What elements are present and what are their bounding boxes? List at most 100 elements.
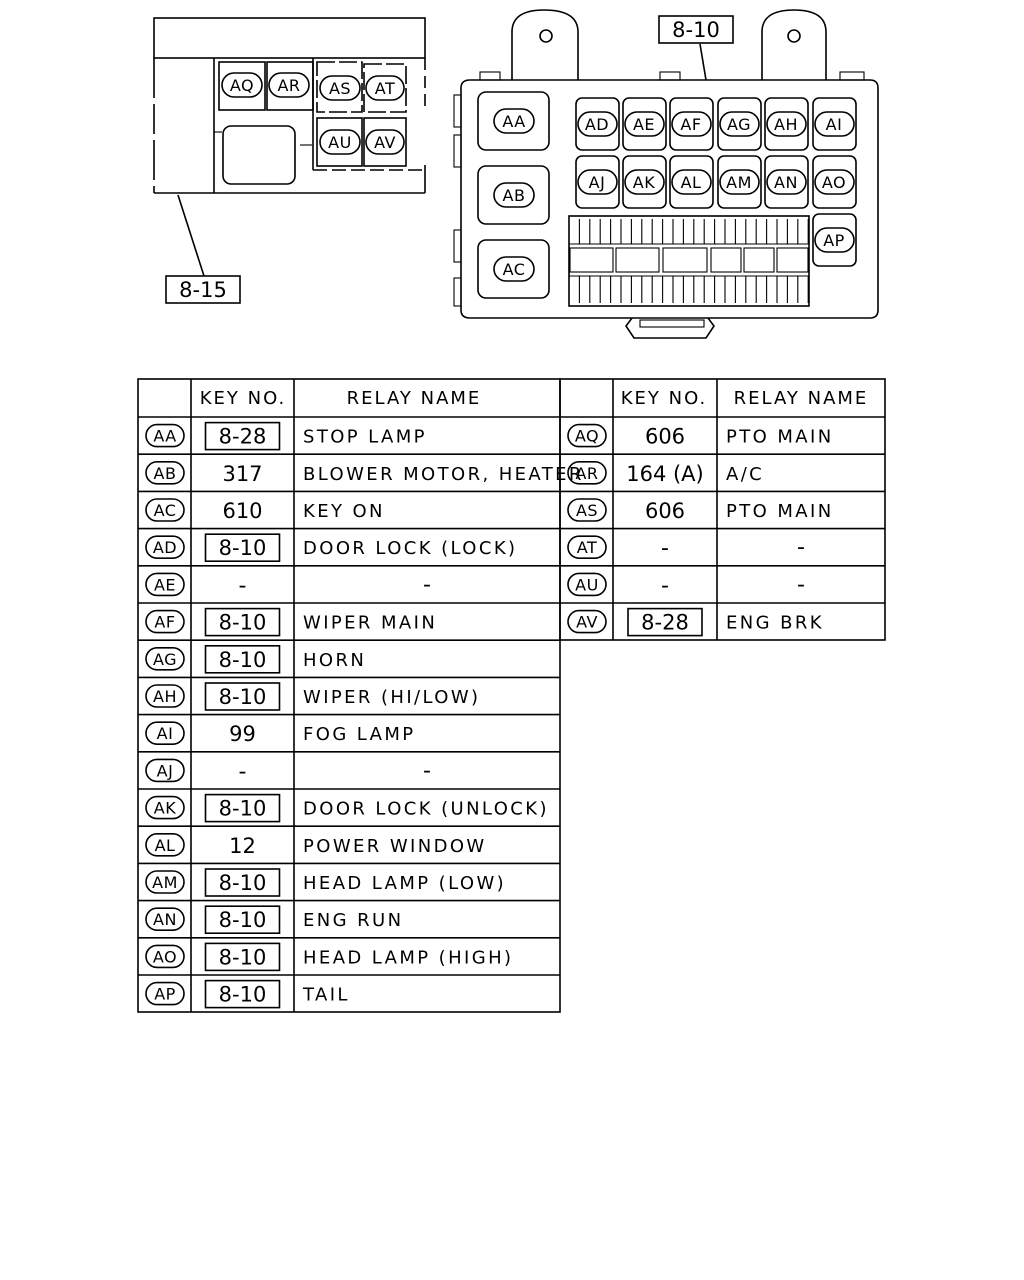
key-no-cell: 8-10: [219, 908, 267, 932]
relay-name-cell: HEAD LAMP (HIGH): [303, 947, 513, 968]
key-no-cell: 8-10: [219, 945, 267, 969]
relay-id-AD: AD: [145, 535, 185, 560]
relay-id-AL: AL: [145, 832, 185, 857]
relay-name-cell: KEY ON: [303, 501, 385, 522]
relay-id-text: AF: [154, 613, 175, 632]
left-header-relay-name: RELAY NAME: [347, 388, 482, 409]
right-header-relay-name: RELAY NAME: [734, 388, 869, 409]
relay-id-text: AI: [157, 724, 174, 743]
relay-id-AR: AR: [567, 460, 607, 485]
relay-label-AE: AE: [624, 111, 665, 137]
svg-text:8-15: 8-15: [179, 278, 227, 302]
relay-label-AD: AD: [577, 111, 618, 137]
callout-8-10: 8-10: [658, 15, 734, 44]
relay-label-AC: AC: [493, 256, 535, 282]
key-no-cell: 8-28: [219, 425, 267, 449]
relay-label-AI: AI: [814, 111, 855, 137]
relay-name-cell: POWER WINDOW: [303, 836, 487, 857]
relay-name-cell: ENG RUN: [303, 910, 403, 931]
relay-id-AT: AT: [567, 535, 607, 560]
svg-text:AS: AS: [329, 79, 351, 98]
left-relay-block: AQ AR AS AT AU AV 8-15: [153, 17, 426, 304]
relay-id-text: AQ: [575, 427, 599, 446]
key-ref-box: [204, 421, 281, 451]
svg-text:AK: AK: [633, 173, 655, 192]
table-row: AR 164 (A) A/C: [567, 460, 764, 486]
table-row: AJ--: [145, 758, 431, 784]
key-no-cell: -: [239, 759, 247, 784]
svg-text:AH: AH: [774, 115, 798, 134]
relay-id-AV: AV: [567, 609, 607, 634]
key-no-cell: 164 (A): [626, 462, 704, 486]
relay-name-cell: DOOR LOCK (LOCK): [303, 538, 517, 559]
relay-row-1: AD AE AF AG AH AI: [575, 97, 857, 151]
relay-label-AR: AR: [268, 72, 310, 98]
relay-name-cell: HEAD LAMP (LOW): [303, 873, 506, 894]
svg-text:AB: AB: [503, 186, 526, 205]
relay-id-AF: AF: [145, 609, 185, 634]
key-no-cell: 8-10: [219, 983, 267, 1007]
relay-label-AN: AN: [766, 169, 807, 195]
relay-id-AQ: AQ: [567, 423, 607, 448]
relay-id-text: AM: [152, 873, 178, 892]
relay-name-cell: HORN: [303, 650, 366, 671]
relay-id-text: AS: [576, 501, 598, 520]
relay-id-text: AV: [576, 613, 598, 632]
relay-id-text: AG: [153, 650, 177, 669]
relay-id-AU: AU: [567, 572, 607, 597]
svg-text:AE: AE: [633, 115, 655, 134]
right-relay-block: AA AB AC AD AE AF AG AH AI: [453, 9, 879, 339]
relay-id-AC: AC: [145, 498, 185, 522]
svg-text:AA: AA: [502, 112, 525, 131]
relay-id-text: AH: [153, 687, 177, 706]
relay-id-text: AN: [153, 910, 177, 929]
relay-label-AT: AT: [365, 75, 405, 101]
relay-name-cell: BLOWER MOTOR, HEATER: [303, 464, 584, 485]
relay-id-AO: AO: [145, 944, 185, 969]
key-no-cell: -: [661, 536, 669, 561]
relay-name-cell: PTO MAIN: [726, 427, 834, 448]
relay-id-text: AT: [577, 538, 597, 557]
relay-id-AM: AM: [145, 870, 185, 894]
table-row: AE--: [145, 572, 431, 598]
relay-name-cell: PTO MAIN: [726, 501, 834, 522]
relay-id-text: AR: [575, 464, 598, 483]
relay-id-AN: AN: [145, 907, 185, 932]
svg-text:AF: AF: [680, 115, 701, 134]
relay-table: KEY NO. RELAY NAME KEY NO. RELAY NAME AA…: [137, 378, 886, 1013]
svg-text:AM: AM: [726, 173, 752, 192]
relay-label-AG: AG: [719, 111, 760, 137]
relay-name-cell: A/C: [726, 464, 764, 485]
relay-name-cell: -: [797, 572, 805, 597]
relay-label-AK: AK: [624, 169, 665, 195]
key-no-cell: 99: [229, 722, 256, 746]
key-ref-box: [204, 644, 281, 674]
relay-label-AJ: AJ: [577, 169, 618, 195]
relay-label-AV: AV: [365, 129, 405, 155]
relay-id-text: AL: [155, 836, 176, 855]
left-header-key-no: KEY NO.: [200, 388, 287, 409]
relay-name-cell: TAIL: [302, 985, 350, 1006]
relay-id-text: AK: [154, 799, 176, 818]
table-row: AT--: [567, 535, 805, 561]
relay-name-cell: ENG BRK: [726, 613, 824, 634]
relay-id-AJ: AJ: [145, 758, 185, 783]
right-header-key-no: KEY NO.: [621, 388, 708, 409]
relay-label-AF: AF: [671, 111, 712, 137]
key-no-cell: 606: [645, 425, 685, 449]
relay-label-AB: AB: [493, 182, 535, 208]
table-row: AN 8-10 ENG RUN: [145, 905, 403, 935]
relay-name-cell: DOOR LOCK (UNLOCK): [303, 799, 549, 820]
key-ref-box: [204, 868, 281, 897]
key-no-cell: -: [661, 573, 669, 598]
